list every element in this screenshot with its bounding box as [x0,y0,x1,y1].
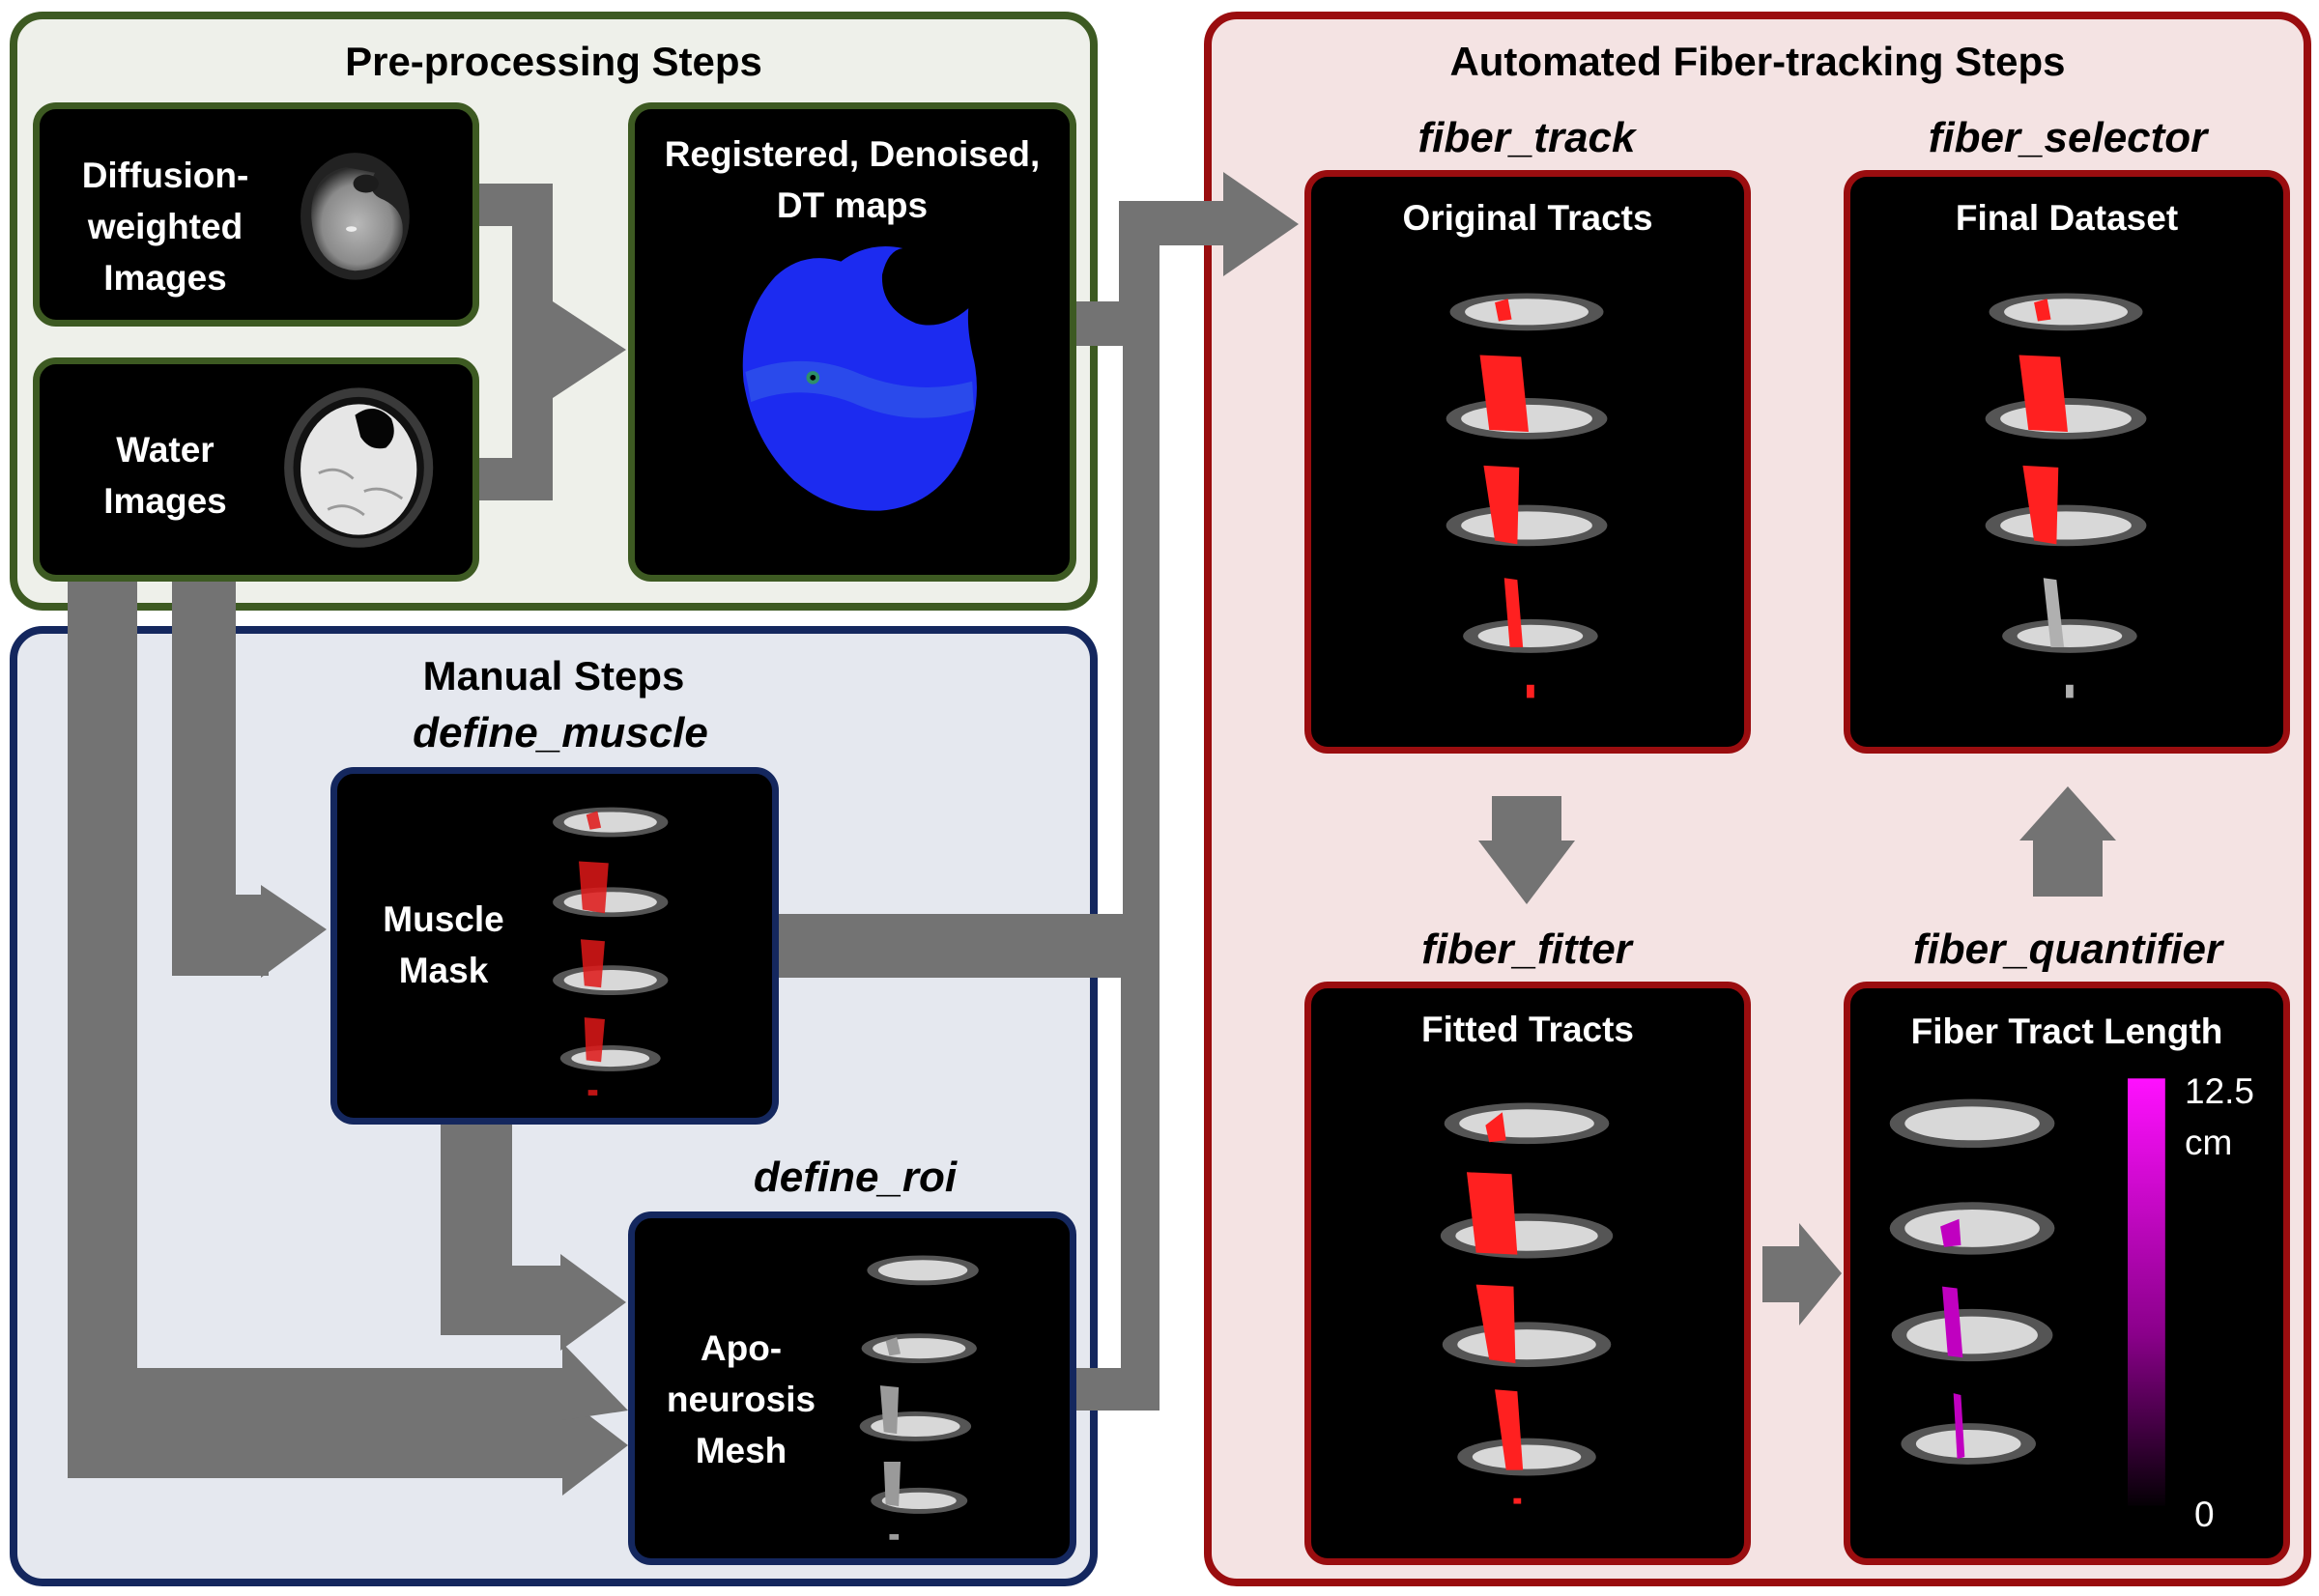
fiber-quantifier-label: fiber_quantifier [1912,926,2223,973]
registered-panel: Registered, Denoised, DT maps [628,102,1076,582]
arrow-quantifier-shaft [1762,1246,1801,1302]
arrow-quantifier-head [1799,1223,1842,1325]
final-dataset-panel: Final Dataset [1844,170,2290,754]
arrow-merge-head [553,301,626,398]
fitted-tracts-panel: Fitted Tracts [1304,982,1751,1565]
fiber-fitter-label: fiber_fitter [1421,926,1632,973]
arrow-apo-vertical [1121,966,1160,1411]
original-tracts-title: Original Tracts [1402,198,1653,238]
fitted-tracts-title: Fitted Tracts [1421,1010,1634,1049]
arrow-fitter-head [1478,841,1575,904]
dwi-label: Diffusion- weighted Images [81,156,249,298]
water-image [284,387,434,548]
muscle-mask-image [553,807,669,1096]
fiber-track-label: fiber_track [1417,114,1636,161]
colorbar-max-label: 12.5 cm [2185,1071,2255,1162]
arrow-selector-shaft [2033,837,2103,897]
arrow-fitter-shaft [1492,796,1561,842]
dwi-image [301,153,410,280]
arrow-to-apo-down [68,580,137,1478]
arrow-fibertrack-head [1223,172,1299,276]
final-dataset-title: Final Dataset [1955,198,2179,238]
arrow-to-apo-upper-head [562,1343,628,1420]
fiber-tract-length-title: Fiber Tract Length [1910,1012,2223,1051]
dt-map-image [742,245,977,511]
manual-title: Manual Steps [422,653,685,698]
arrow-merge-vertical [512,184,553,500]
muscle-mask-panel: Muscle Mask [330,767,779,1125]
water-panel: Water Images [33,357,479,582]
arrow-to-mask-head [261,885,327,978]
original-tracts-panel: Original Tracts [1304,170,1751,754]
arrow-mask-out [773,914,1140,978]
final-dataset-image [1985,293,2147,698]
aponeurosis-panel: Apo- neurosis Mesh [628,1211,1076,1565]
define-muscle-label: define_muscle [413,709,708,756]
arrow-registered-out [1071,301,1119,346]
colorbar-min-label: 0 [2194,1495,2215,1534]
fiber-tract-length-panel: Fiber Tract Length 12.5 cm 0 [1844,982,2290,1565]
arrow-registered-horiz [1119,201,1225,245]
aponeurosis-image [859,1255,979,1540]
fitted-tracts-image [1440,1102,1614,1504]
aponeurosis-label: Apo- neurosis Mesh [666,1328,816,1470]
arrow-mask-to-apo-head [560,1254,626,1351]
fiber-tract-length-image [1889,1078,2165,1506]
muscle-mask-label: Muscle Mask [383,899,504,990]
automated-title: Automated Fiber-tracking Steps [1449,39,2066,84]
fiber-selector-label: fiber_selector [1928,114,2208,161]
water-label: Water Images [103,430,227,521]
preprocessing-title: Pre-processing Steps [345,39,762,84]
registered-title: Registered, Denoised, DT maps [664,134,1041,225]
dwi-panel: Diffusion- weighted Images [33,102,479,327]
arrow-selector-head [2019,786,2116,841]
arrow-mask-to-apo-horiz [441,1266,566,1335]
arrow-to-apo-head [562,1395,628,1496]
arrow-mask-vertical [1123,290,1160,978]
arrow-to-apo-horiz [68,1420,570,1478]
arrow-to-apo-upper [135,1368,570,1420]
colorbar [2128,1078,2165,1506]
original-tracts-image [1446,293,1608,698]
define-roi-label: define_roi [753,1154,958,1201]
